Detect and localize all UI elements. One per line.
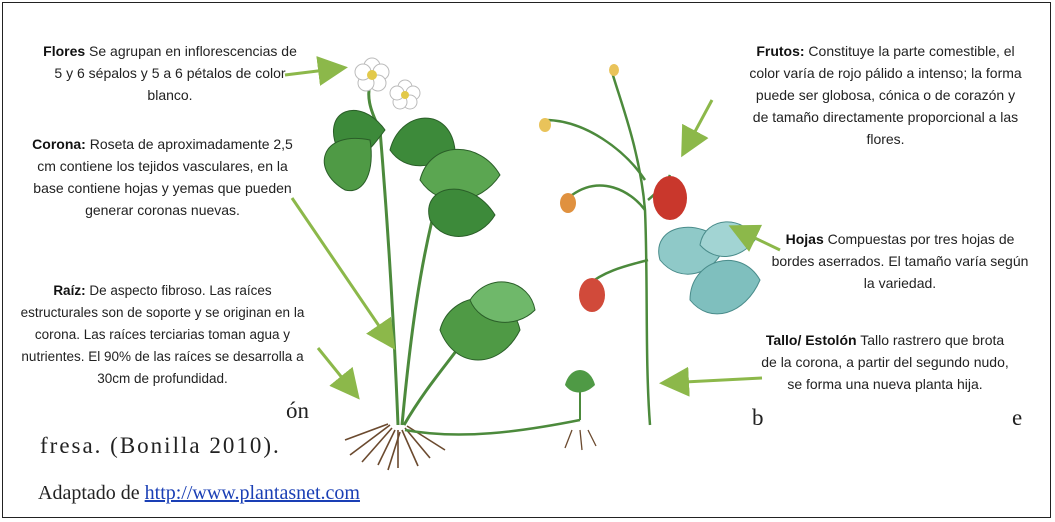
source-prefix: Adaptado de bbox=[38, 482, 145, 504]
annotation-tallo: Tallo/ Estolón Tallo rastrero que brota … bbox=[760, 329, 1010, 395]
annotation-flores-title: Flores bbox=[43, 43, 85, 59]
fruiting-branch bbox=[545, 72, 670, 425]
annotation-raiz-text: De aspecto fibroso. Las raíces estructur… bbox=[21, 283, 305, 386]
stolon-runner bbox=[405, 420, 580, 435]
caption-right-fragment: e bbox=[1012, 405, 1022, 431]
source-line: Adaptado de http://www.plantasnet.com bbox=[38, 482, 360, 505]
caption-fragment: ón bbox=[286, 398, 309, 424]
flower-icon bbox=[355, 58, 420, 109]
annotation-tallo-title: Tallo/ Estolón bbox=[766, 332, 857, 348]
roots-icon bbox=[345, 424, 445, 470]
annotation-corona: Corona: Roseta de aproximadamente 2,5 cm… bbox=[30, 133, 295, 221]
daughter-plant-icon bbox=[565, 370, 596, 450]
annotation-raiz: Raíz: De aspecto fibroso. Las raíces est… bbox=[20, 280, 305, 390]
figure-caption: fresa. (Bonilla 2010). bbox=[40, 433, 281, 459]
annotation-hojas: Hojas Compuestas por tres hojas de borde… bbox=[770, 228, 1030, 294]
annotation-frutos: Frutos: Constituye la parte comestible, … bbox=[748, 40, 1023, 150]
annotation-frutos-title: Frutos: bbox=[756, 43, 804, 59]
annotation-raiz-title: Raíz: bbox=[53, 283, 85, 298]
caption-left-fragment: b bbox=[752, 405, 764, 431]
annotation-corona-title: Corona: bbox=[32, 136, 86, 152]
arrow-corona bbox=[292, 198, 392, 345]
annotation-hojas-title: Hojas bbox=[786, 231, 824, 247]
compound-leaf-icon bbox=[659, 222, 760, 314]
source-link[interactable]: http://www.plantasnet.com bbox=[145, 482, 360, 504]
arrow-tallo bbox=[665, 378, 762, 383]
annotation-flores-text: Se agrupan en inflorescencias de 5 y 6 s… bbox=[54, 43, 296, 103]
arrow-raiz bbox=[318, 348, 356, 395]
annotation-flores: Flores Se agrupan en inflorescencias de … bbox=[40, 40, 300, 106]
arrow-frutos bbox=[684, 100, 712, 152]
